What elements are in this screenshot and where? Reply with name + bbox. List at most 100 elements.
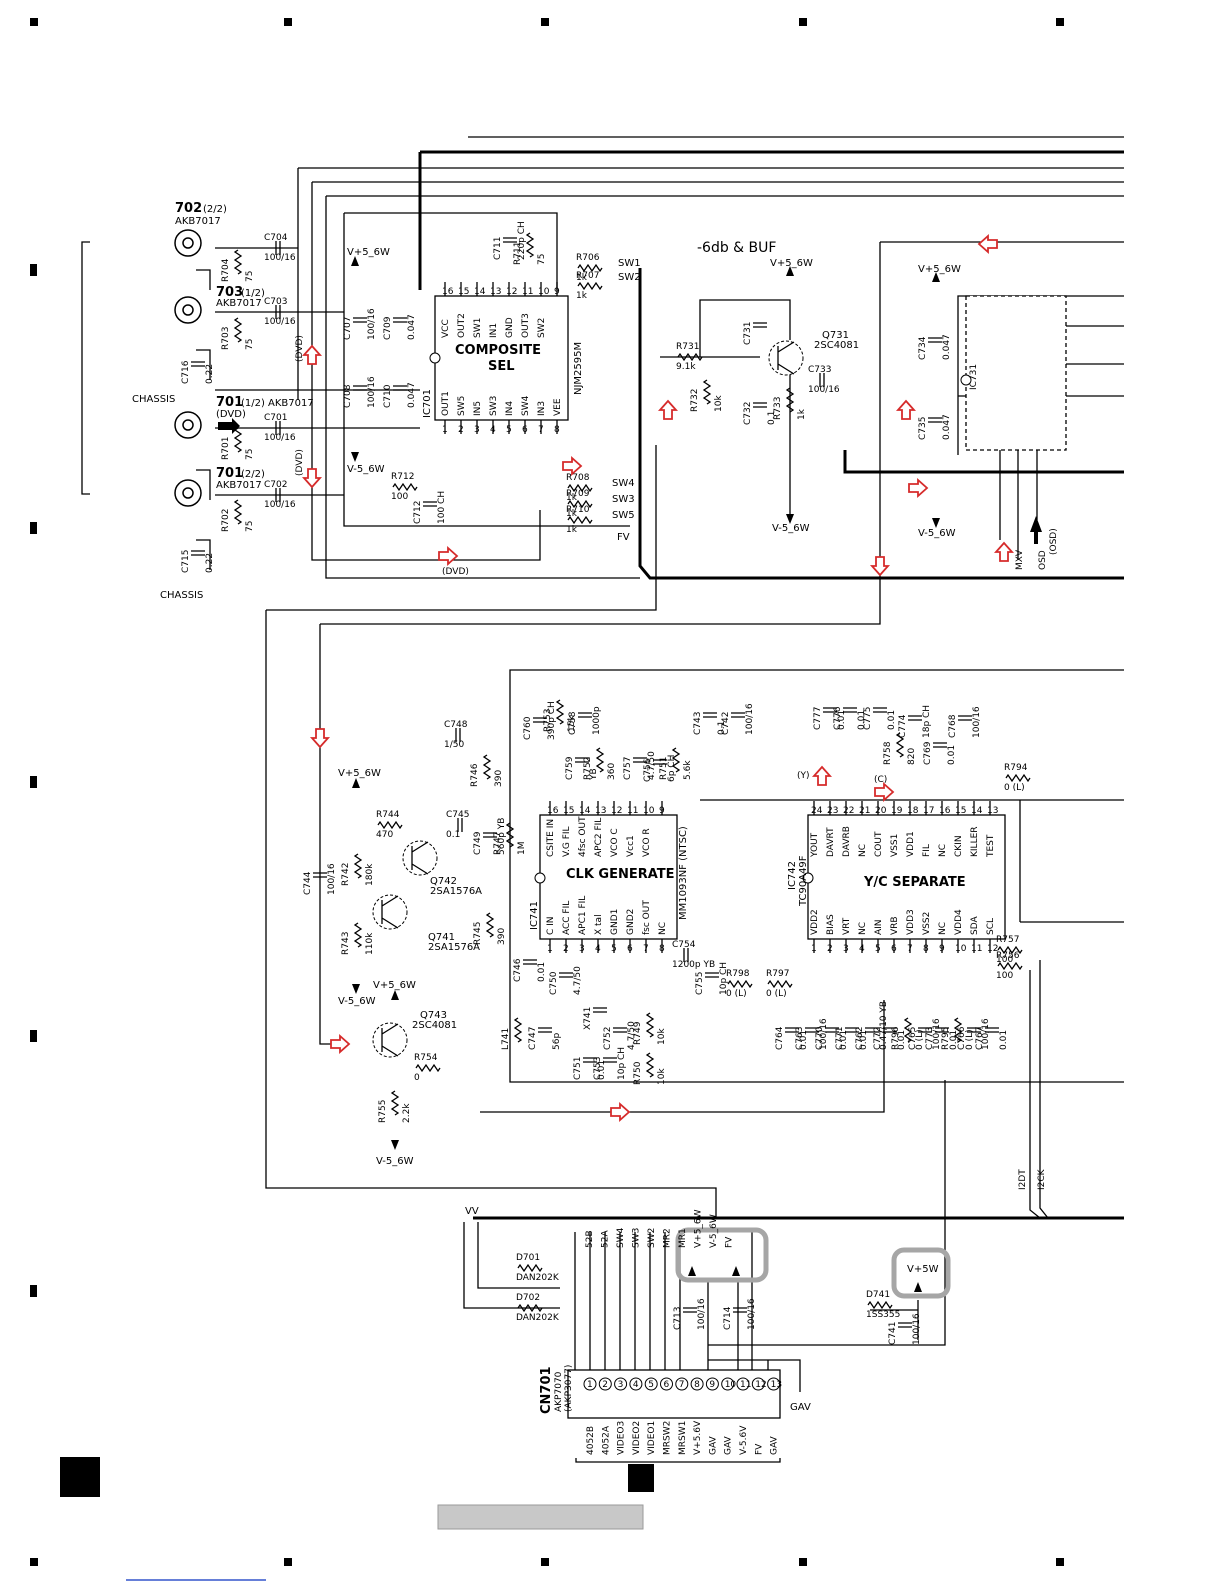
c762-ref: C762 — [855, 1027, 865, 1050]
c746-value: 0.01 — [537, 962, 547, 982]
capacitor-symbol — [575, 757, 589, 763]
sw1-label: SW1 — [618, 258, 641, 269]
c757-ref: C757 — [623, 757, 633, 780]
cn701-pin-signal: MRSW2 — [663, 1421, 673, 1455]
pin-number: 7 — [538, 425, 544, 435]
resistor-symbol — [645, 1012, 655, 1038]
cn701-pin-number: 7 — [679, 1380, 685, 1390]
pin-name: OUT1 — [441, 391, 451, 416]
c743-value: 0.1 — [717, 721, 727, 735]
resistor-symbol — [785, 387, 795, 413]
chassis-label-1: CHASSIS — [132, 394, 175, 405]
r733-value: 1k — [797, 408, 807, 420]
c752-ref: C752 — [603, 1027, 613, 1050]
c753-value: 10p CH — [617, 1047, 627, 1080]
pin-name: SW3 — [489, 396, 499, 416]
cn701-pin — [736, 1377, 750, 1391]
pin-name: NC — [858, 922, 868, 935]
pin-number: 1 — [442, 425, 448, 435]
capacitor-symbol — [653, 759, 667, 765]
c763-ref: C763 — [795, 1027, 805, 1050]
c744-ref: C744 — [303, 871, 313, 895]
r753-value: 15k — [567, 715, 577, 732]
cn701-pin-signal: VIDEO1 — [647, 1421, 657, 1455]
cn701-net-label: V+5_6W — [694, 1209, 704, 1248]
c758-value: 1000p — [592, 706, 602, 735]
jack-group-bracket — [81, 241, 90, 495]
c770-value: 0.01 — [839, 1030, 849, 1050]
capacitor-symbol — [275, 241, 281, 255]
ic742-part: TC90A49F — [798, 855, 809, 907]
power-arrow — [352, 984, 360, 994]
capacitor-symbol — [823, 707, 837, 713]
dvd-label-1: (DVD) — [295, 335, 305, 362]
pin-name: VDD4 — [954, 909, 964, 935]
c742-ref: C742 — [721, 712, 731, 735]
r708-ref: R708 — [566, 473, 590, 483]
pin-name: VCO C — [610, 828, 620, 857]
r757-value: 100 — [996, 955, 1013, 965]
cn701-gnd-label: GAV — [790, 1402, 811, 1413]
pin-number: 11 — [627, 806, 638, 816]
c754-value: 1200p YB — [672, 960, 715, 970]
r743-value: 110k — [365, 932, 375, 955]
pin-name: FIL — [922, 844, 932, 857]
cn701-pin-signal: VIDEO2 — [632, 1421, 642, 1455]
cn701-pin-number: 11 — [740, 1380, 751, 1390]
ic701-composite-sel: COMPOSITE SEL IC701 NJM2595M 16VCC15OUT2… — [422, 282, 584, 435]
pin-number: 17 — [923, 806, 934, 816]
pin-number: 14 — [474, 287, 486, 297]
c745-value: 0.1 — [446, 830, 460, 840]
pin-number: 12 — [611, 806, 622, 816]
c773-ref: C773 — [925, 1027, 935, 1050]
fv-label: FV — [617, 532, 630, 543]
c702-value: 100/16 — [264, 500, 296, 510]
signal-flow-arrow — [610, 1101, 631, 1123]
cn701-pin-number: 5 — [648, 1380, 654, 1390]
resistor-symbol — [233, 317, 243, 343]
pin-number: 14 — [971, 806, 983, 816]
d701-value: DAN202K — [516, 1273, 560, 1283]
cn701-net-label: SW3 — [632, 1228, 642, 1248]
cn701-model: AKP7070 — [554, 1371, 564, 1412]
vp5-label-b: V+5_6W — [770, 258, 813, 269]
jack-703-part: (1/2) — [241, 288, 265, 299]
pin-number: 13 — [595, 806, 606, 816]
r795-value: 0 (L) — [965, 1029, 975, 1050]
c747-value: 56p — [552, 1033, 562, 1050]
vm5-label-a: V-5_6W — [347, 464, 385, 475]
capacitor-symbol — [353, 385, 367, 391]
capacitor-symbol — [865, 1027, 879, 1033]
capacitor-symbol — [353, 317, 367, 323]
c731-ref: C731 — [743, 322, 753, 345]
c774-ref: C774 — [898, 714, 908, 738]
signal-flow-arrow — [562, 455, 583, 477]
ic701-title1: COMPOSITE — [455, 343, 541, 358]
pin-name: CKIN — [954, 835, 964, 857]
r711-ref: R711 — [513, 242, 523, 265]
osd2-label: (OSD) — [1049, 528, 1059, 555]
r744-ref: R744 — [376, 810, 400, 820]
signal-flow-arrow — [977, 233, 998, 255]
c768-ref: C768 — [948, 714, 958, 738]
pin-number: 1 — [811, 944, 817, 954]
r749-value: 10k — [657, 1028, 667, 1045]
capacitor-symbol — [275, 421, 281, 435]
capacitor-symbol — [933, 742, 947, 748]
c749-ref: C749 — [473, 831, 483, 855]
c765-value: 100/16 — [932, 1018, 942, 1050]
c711-ref: C711 — [493, 237, 503, 260]
c773-value: 0.01 — [949, 1030, 959, 1050]
resistor-symbol — [997, 961, 1023, 971]
resistor-symbol — [415, 1063, 441, 1073]
d702-ref: D702 — [516, 1293, 540, 1303]
pin-name: VRB — [890, 916, 900, 935]
c763-value: 100/16 — [819, 1018, 829, 1050]
jack-702-ref: 702 — [175, 201, 202, 216]
r711-value: 75 — [537, 254, 547, 265]
cn701-pin-signal: 4052A — [601, 1425, 611, 1455]
ic731-ref: IC731 — [969, 364, 979, 390]
r794-ref: R794 — [1004, 763, 1028, 773]
pin-name: VDD3 — [906, 909, 916, 935]
c716-value: 0.22 — [205, 364, 215, 384]
